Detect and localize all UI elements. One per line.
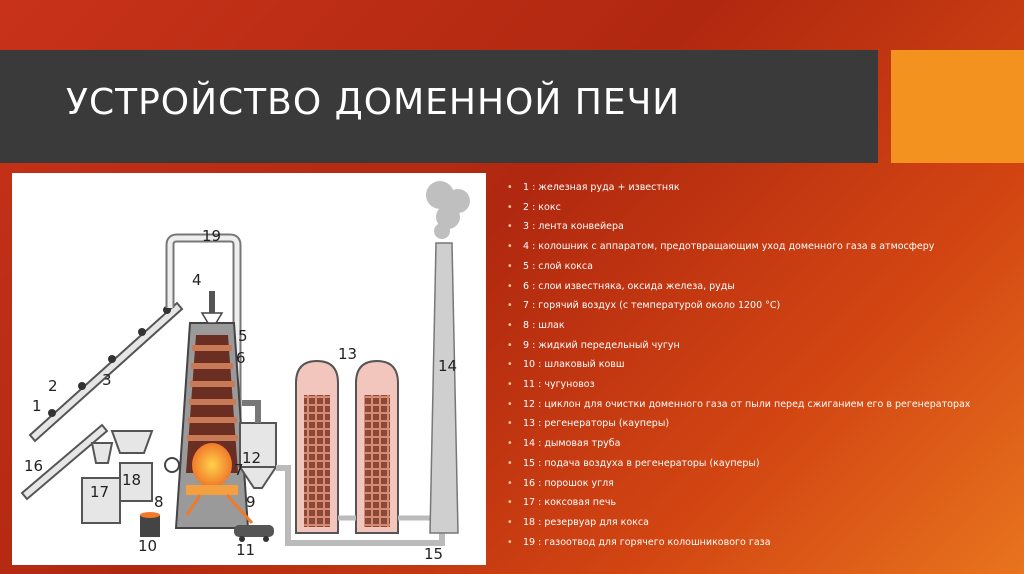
smoke <box>426 181 470 239</box>
conveyor-belt <box>28 301 184 443</box>
diagram-label: 18 <box>122 471 141 489</box>
diagram-label: 15 <box>424 545 443 563</box>
legend-item: •2 : кокс <box>507 201 561 213</box>
regenerators <box>295 359 399 534</box>
diagram-label: 12 <box>242 449 261 467</box>
legend-item: •12 : циклон для очистки доменного газа … <box>507 398 971 410</box>
legend-item: •5 : слой кокса <box>507 260 593 272</box>
diagram-label: 10 <box>138 537 157 555</box>
legend-item: •15 : подача воздуха в регенераторы (кау… <box>507 457 760 469</box>
legend-item: •10 : шлаковый ковш <box>507 359 625 371</box>
diagram-label: 6 <box>236 349 246 367</box>
coke-oven <box>81 477 121 524</box>
diagram-label: 3 <box>102 371 112 389</box>
legend-item: •13 : регенераторы (кауперы) <box>507 418 670 430</box>
diagram-label: 19 <box>202 227 221 245</box>
accent-box <box>891 50 1024 163</box>
chimney <box>429 242 459 534</box>
diagram-label: 2 <box>48 377 58 395</box>
legend-item: •11 : чугуновоз <box>507 379 595 391</box>
diagram-label: 5 <box>238 327 248 345</box>
diagram-label: 8 <box>154 493 164 511</box>
diagram-label: 16 <box>24 457 43 475</box>
furnace-layers <box>187 345 238 441</box>
diagram-label: 9 <box>246 493 256 511</box>
furnace-hearth-glow <box>192 443 232 487</box>
coal-conveyor <box>20 423 109 501</box>
legend-item: •19 : газоотвод для горячего колошниково… <box>507 536 771 548</box>
legend-item: •3 : лента конвейера <box>507 221 624 233</box>
legend-item: •14 : дымовая труба <box>507 438 621 450</box>
slag-ladle <box>140 515 160 537</box>
conveyor-carts <box>48 306 171 417</box>
air-supply-pipe <box>276 465 445 546</box>
diagram-label: 7 <box>234 461 244 479</box>
legend-item: •4 : колошник с аппаратом, предотвращающ… <box>507 241 935 253</box>
diagram-panel: 1 2 3 4 5 6 7 8 9 10 11 12 13 14 15 16 1… <box>12 173 486 565</box>
slide-title: УСТРОЙСТВО ДОМЕННОЙ ПЕЧИ <box>66 82 681 123</box>
legend-list: •1 : железная руда + известняк •2 : кокс… <box>507 178 1017 552</box>
legend-item: •8 : шлак <box>507 319 565 331</box>
coke-reservoir <box>119 462 153 502</box>
diagram-label: 17 <box>90 483 109 501</box>
hot-metal-car <box>234 525 274 537</box>
legend-item: •7 : горячий воздух (с температурой окол… <box>507 300 781 312</box>
diagram-label: 4 <box>192 271 202 289</box>
diagram-label: 11 <box>236 541 255 559</box>
legend-item: •6 : слои известняка, оксида железа, руд… <box>507 280 735 292</box>
legend-item: •17 : коксовая печь <box>507 497 617 509</box>
title-bar <box>0 50 878 163</box>
blast-furnace-diagram: 1 2 3 4 5 6 7 8 9 10 11 12 13 14 15 16 1… <box>20 181 470 563</box>
legend-item: •1 : железная руда + известняк <box>507 182 680 193</box>
legend-item: •9 : жидкий передельный чугун <box>507 339 680 351</box>
diagram-label: 13 <box>338 345 357 363</box>
diagram-label: 14 <box>438 357 457 375</box>
legend-item: •18 : резервуар для кокса <box>507 516 649 528</box>
legend-item: •16 : порошок угля <box>507 477 614 489</box>
diagram-label: 1 <box>32 397 42 415</box>
